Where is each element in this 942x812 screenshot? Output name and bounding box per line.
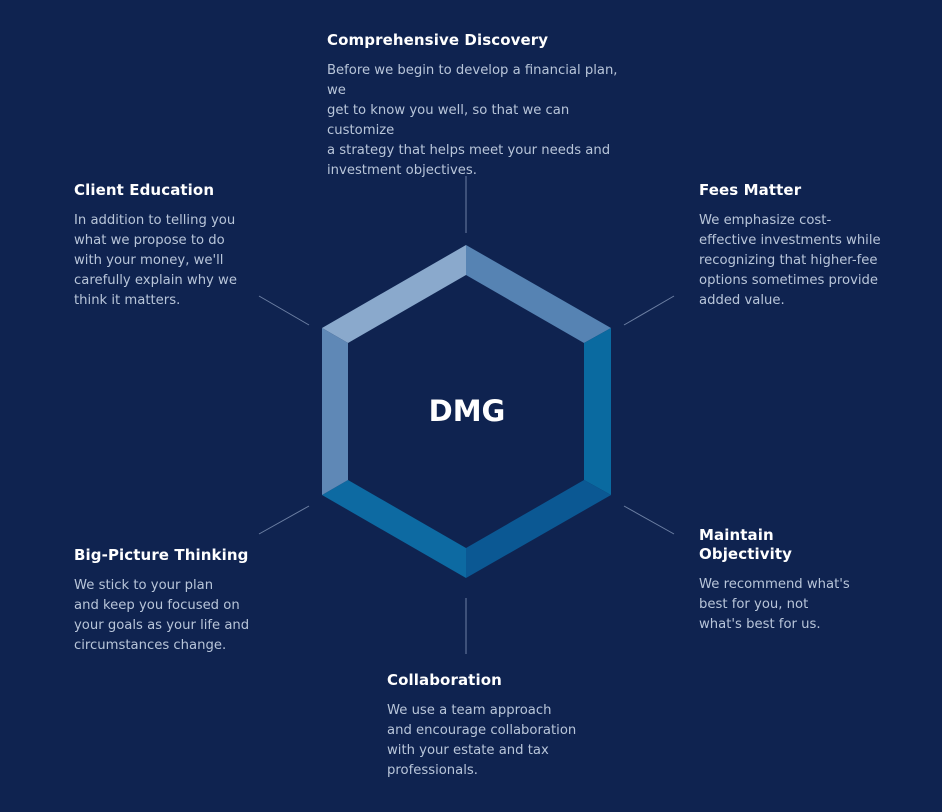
- description-line: a strategy that helps meet your needs an…: [327, 143, 611, 158]
- description-line: options sometimes provide: [699, 273, 879, 288]
- description-line: investment objectives.: [327, 163, 477, 178]
- description-line: think it matters.: [74, 293, 181, 308]
- description-line: and encourage collaboration: [387, 723, 577, 738]
- section-description: Before we begin to develop a financial p…: [327, 61, 637, 181]
- section-title: Client Education: [74, 181, 215, 199]
- hex-face-top-left: [322, 245, 466, 343]
- section-fees-matter: Fees Matter We emphasize cost- effective…: [699, 181, 889, 311]
- connector-top-left: [258, 295, 310, 326]
- section-title: Collaboration: [387, 671, 502, 689]
- section-collaboration: Collaboration We use a team approach and…: [387, 671, 587, 781]
- description-line: with your estate and tax: [387, 743, 549, 758]
- description-line: with your money, we'll: [74, 253, 224, 268]
- hex-face-bottom-right: [466, 480, 611, 578]
- title-line: Maintain: [699, 526, 774, 544]
- section-comprehensive-discovery: Comprehensive Discovery Before we begin …: [327, 31, 637, 181]
- hex-face-bottom-left: [322, 480, 466, 578]
- section-description: We recommend what's best for you, not wh…: [699, 575, 869, 635]
- title-line: Objectivity: [699, 545, 792, 563]
- center-label: DMG: [429, 394, 506, 428]
- connector-top-right: [623, 295, 675, 326]
- section-title: Comprehensive Discovery: [327, 31, 549, 49]
- section-description: We use a team approach and encourage col…: [387, 701, 587, 781]
- description-line: professionals.: [387, 763, 478, 778]
- section-client-education: Client Education In addition to telling …: [74, 181, 254, 311]
- hex-face-right: [584, 328, 611, 495]
- description-line: and keep you focused on: [74, 598, 240, 613]
- description-line: carefully explain why we: [74, 273, 237, 288]
- description-line: We emphasize cost-: [699, 213, 832, 228]
- description-line: best for you, not: [699, 597, 809, 612]
- description-line: effective investments while: [699, 233, 881, 248]
- description-line: added value.: [699, 293, 785, 308]
- section-big-picture-thinking: Big-Picture Thinking We stick to your pl…: [74, 546, 254, 656]
- hex-face-left: [322, 328, 348, 495]
- section-description: In addition to telling you what we propo…: [74, 211, 254, 311]
- description-line: what's best for us.: [699, 617, 821, 632]
- description-line: We recommend what's: [699, 577, 850, 592]
- section-description: We emphasize cost- effective investments…: [699, 211, 889, 311]
- section-title: Big-Picture Thinking: [74, 546, 249, 564]
- description-line: what we propose to do: [74, 233, 225, 248]
- section-maintain-objectivity: Maintain Objectivity We recommend what's…: [699, 526, 869, 635]
- description-line: Before we begin to develop a financial p…: [327, 63, 618, 98]
- section-description: We stick to your plan and keep you focus…: [74, 576, 254, 656]
- description-line: circumstances change.: [74, 638, 227, 653]
- connector-bottom-right: [623, 505, 675, 535]
- description-line: In addition to telling you: [74, 213, 236, 228]
- description-line: get to know you well, so that we can cus…: [327, 103, 570, 138]
- description-line: your goals as your life and: [74, 618, 250, 633]
- description-line: We use a team approach: [387, 703, 552, 718]
- section-title: Maintain Objectivity: [699, 526, 869, 564]
- description-line: We stick to your plan: [74, 578, 214, 593]
- connector-bottom-left: [258, 505, 310, 535]
- section-title: Fees Matter: [699, 181, 802, 199]
- description-line: recognizing that higher-fee: [699, 253, 878, 268]
- hex-face-top-right: [466, 245, 611, 343]
